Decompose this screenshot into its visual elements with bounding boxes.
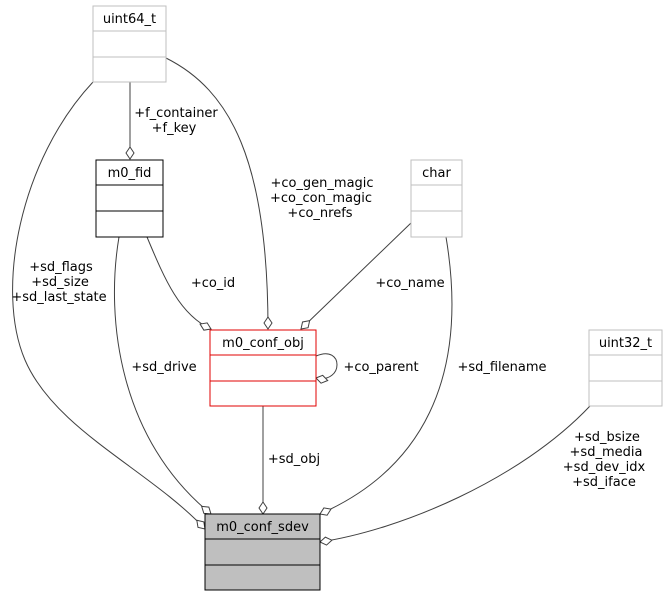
edge-label: +sd_last_state <box>11 290 106 305</box>
edge-uint32-to-conf-sdev <box>319 405 591 546</box>
label-co-id: +co_id <box>191 276 235 291</box>
node-uint32: uint32_t <box>588 329 663 407</box>
label-co-magic-fields: +co_gen_magic +co_con_magic +co_nrefs <box>270 176 374 221</box>
node-conf-obj-title: m0_conf_obj <box>222 336 304 351</box>
edge-char-to-conf-sdev <box>319 236 453 516</box>
node-conf-sdev-title: m0_conf_sdev <box>216 520 309 535</box>
edge-label: +sd_dev_idx <box>563 460 646 475</box>
node-uint32-title: uint32_t <box>599 336 652 351</box>
node-char: char <box>410 159 463 238</box>
edges <box>12 57 591 546</box>
node-uint64: uint64_t <box>92 5 167 83</box>
edge-conf-obj-self <box>315 353 338 384</box>
label-co-parent: +co_parent <box>343 360 418 375</box>
label-sd-obj: +sd_obj <box>268 452 320 467</box>
label-sd-drive: +sd_drive <box>131 360 196 375</box>
edge-label: +f_key <box>152 121 197 136</box>
label-co-name: +co_name <box>375 276 444 291</box>
edge-fid-to-conf-sdev <box>113 236 212 515</box>
edge-label: +f_container <box>134 106 218 121</box>
label-fid-fields: +f_container +f_key <box>134 106 218 136</box>
edge-uint64-to-conf-obj <box>165 57 273 330</box>
edge-label: +sd_flags <box>29 260 93 275</box>
node-uint64-title: uint64_t <box>103 12 156 27</box>
edge-label: +sd_iface <box>572 475 636 490</box>
label-sd-flags-fields: +sd_flags +sd_size +sd_last_state <box>11 260 106 305</box>
edge-label: +sd_size <box>31 275 89 290</box>
edge-label: +co_nrefs <box>287 206 352 221</box>
edge-label: +co_con_magic <box>270 191 372 206</box>
node-fid: m0_fid <box>95 159 164 238</box>
label-sd-u32-fields: +sd_bsize +sd_media +sd_dev_idx +sd_ifac… <box>563 430 646 490</box>
edge-label: +sd_media <box>570 445 643 460</box>
edge-uint64-to-conf-sdev <box>12 81 206 530</box>
edge-char-to-conf-obj <box>300 221 413 330</box>
node-conf-sdev: m0_conf_sdev <box>204 513 321 591</box>
node-char-title: char <box>422 166 451 181</box>
node-fid-title: m0_fid <box>108 166 152 181</box>
node-conf-obj: m0_conf_obj <box>209 329 317 407</box>
label-sd-filename: +sd_filename <box>457 360 546 375</box>
edge-label: +co_gen_magic <box>270 176 373 191</box>
edge-fid-to-conf-obj <box>146 236 212 331</box>
edge-label: +sd_bsize <box>574 430 640 445</box>
